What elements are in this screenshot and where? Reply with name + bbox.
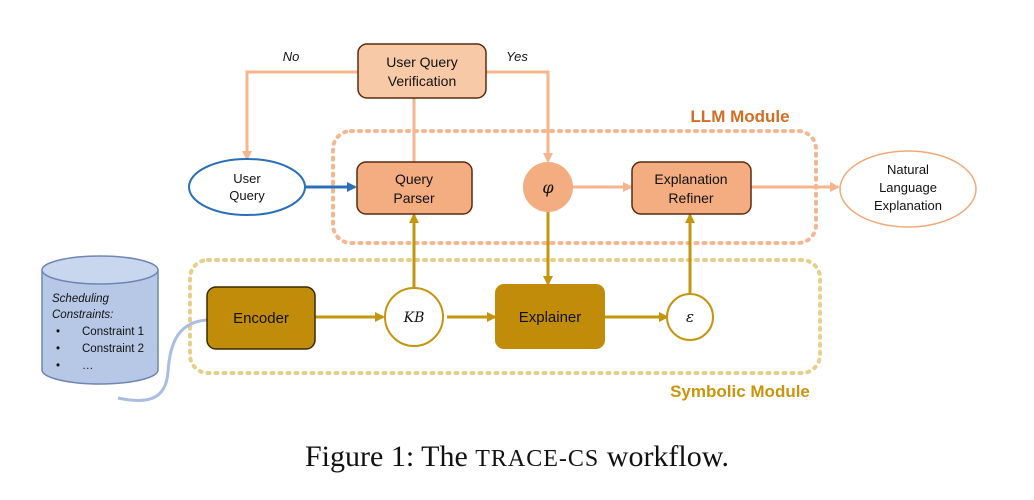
query-parser-line2: Parser xyxy=(393,190,435,206)
explainer-box xyxy=(495,284,605,349)
nle-line1: Natural xyxy=(887,162,929,177)
query-parser-box xyxy=(356,161,473,215)
symbolic-module-label: Symbolic Module xyxy=(670,382,810,401)
verification-line2: Verification xyxy=(388,73,456,89)
database-bullet: • xyxy=(56,360,60,372)
yes-arrow xyxy=(486,70,553,163)
database-item: … xyxy=(82,360,94,372)
encoder-box xyxy=(206,286,316,350)
kb-node xyxy=(384,287,444,347)
natural-language-explanation-node xyxy=(839,150,977,228)
caption-suffix: workflow. xyxy=(599,440,729,473)
llm-module-label: LLM Module xyxy=(690,107,789,126)
phi-node xyxy=(523,162,573,212)
kb-label: KB xyxy=(403,310,425,326)
epsilon-label: ε xyxy=(686,308,694,326)
encoder-label: Encoder xyxy=(233,310,289,327)
database-title-line1: Scheduling xyxy=(52,293,110,305)
user-query-verification-box xyxy=(357,43,487,99)
verification-line1: User Query xyxy=(386,54,458,70)
nle-line3: Explanation xyxy=(874,198,942,213)
database-item: Constraint 2 xyxy=(82,343,144,355)
user-query-line1: User xyxy=(233,171,261,186)
symbolic-module-boundary xyxy=(188,258,822,375)
user-query-line2: Query xyxy=(229,188,265,203)
no-label: No xyxy=(283,49,300,64)
explanation-refiner-box xyxy=(631,161,752,215)
phi-label: φ xyxy=(542,178,554,197)
caption-system-name: TRACE-CS xyxy=(475,446,599,472)
user-query-node xyxy=(188,158,306,216)
epsilon-node xyxy=(666,293,714,341)
database-bullet: • xyxy=(56,343,60,355)
database-bullet: • xyxy=(56,326,60,338)
database-encoder-connector xyxy=(117,318,208,403)
explanation-refiner-line1: Explanation xyxy=(654,171,727,187)
explainer-label: Explainer xyxy=(519,309,582,326)
caption-prefix: Figure 1: The xyxy=(305,440,475,473)
scheduling-constraints-database: Scheduling Constraints: • Constraint 1 •… xyxy=(41,255,159,385)
database-title-line2: Constraints: xyxy=(52,309,113,321)
query-parser-line1: Query xyxy=(395,171,433,187)
yes-label: Yes xyxy=(506,49,528,64)
no-arrow xyxy=(242,70,358,161)
database-item: Constraint 1 xyxy=(82,326,144,338)
figure-caption: Figure 1: The TRACE-CS workflow. xyxy=(305,440,729,473)
nle-line2: Language xyxy=(879,180,937,195)
explanation-refiner-line2: Refiner xyxy=(668,190,713,206)
